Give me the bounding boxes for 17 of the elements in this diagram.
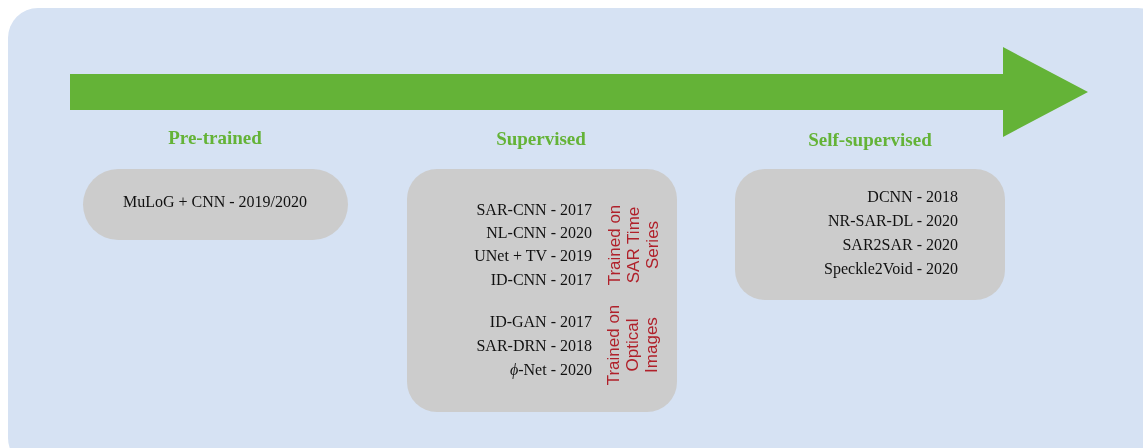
method-entry: DCNN - 2018 [867, 187, 958, 207]
method-entry: NL-CNN - 2020 [486, 223, 592, 243]
category-heading: Self-supervised [807, 130, 933, 150]
method-entry: MuLoG + CNN - 2019/2020 [121, 192, 309, 212]
method-entry: Speckle2Void - 2020 [824, 259, 958, 279]
method-entry: NR-SAR-DL - 2020 [827, 211, 958, 231]
method-entry: SAR2SAR - 2020 [842, 235, 958, 255]
method-entry: ϕ-Net - 2020 [509, 360, 592, 380]
method-entry: UNet + TV - 2019 [474, 246, 592, 266]
method-entry: SAR-CNN - 2017 [476, 200, 592, 220]
method-entry: SAR-DRN - 2018 [476, 336, 592, 356]
category-heading: Supervised [495, 129, 587, 149]
training-data-label: Trained on SAR Time Series [603, 203, 661, 288]
method-entry: ID-GAN - 2017 [489, 312, 592, 332]
training-data-label: Trained on Optical Images [603, 303, 661, 388]
method-entry: ID-CNN - 2017 [490, 270, 592, 290]
category-heading: Pre-trained [167, 128, 263, 148]
